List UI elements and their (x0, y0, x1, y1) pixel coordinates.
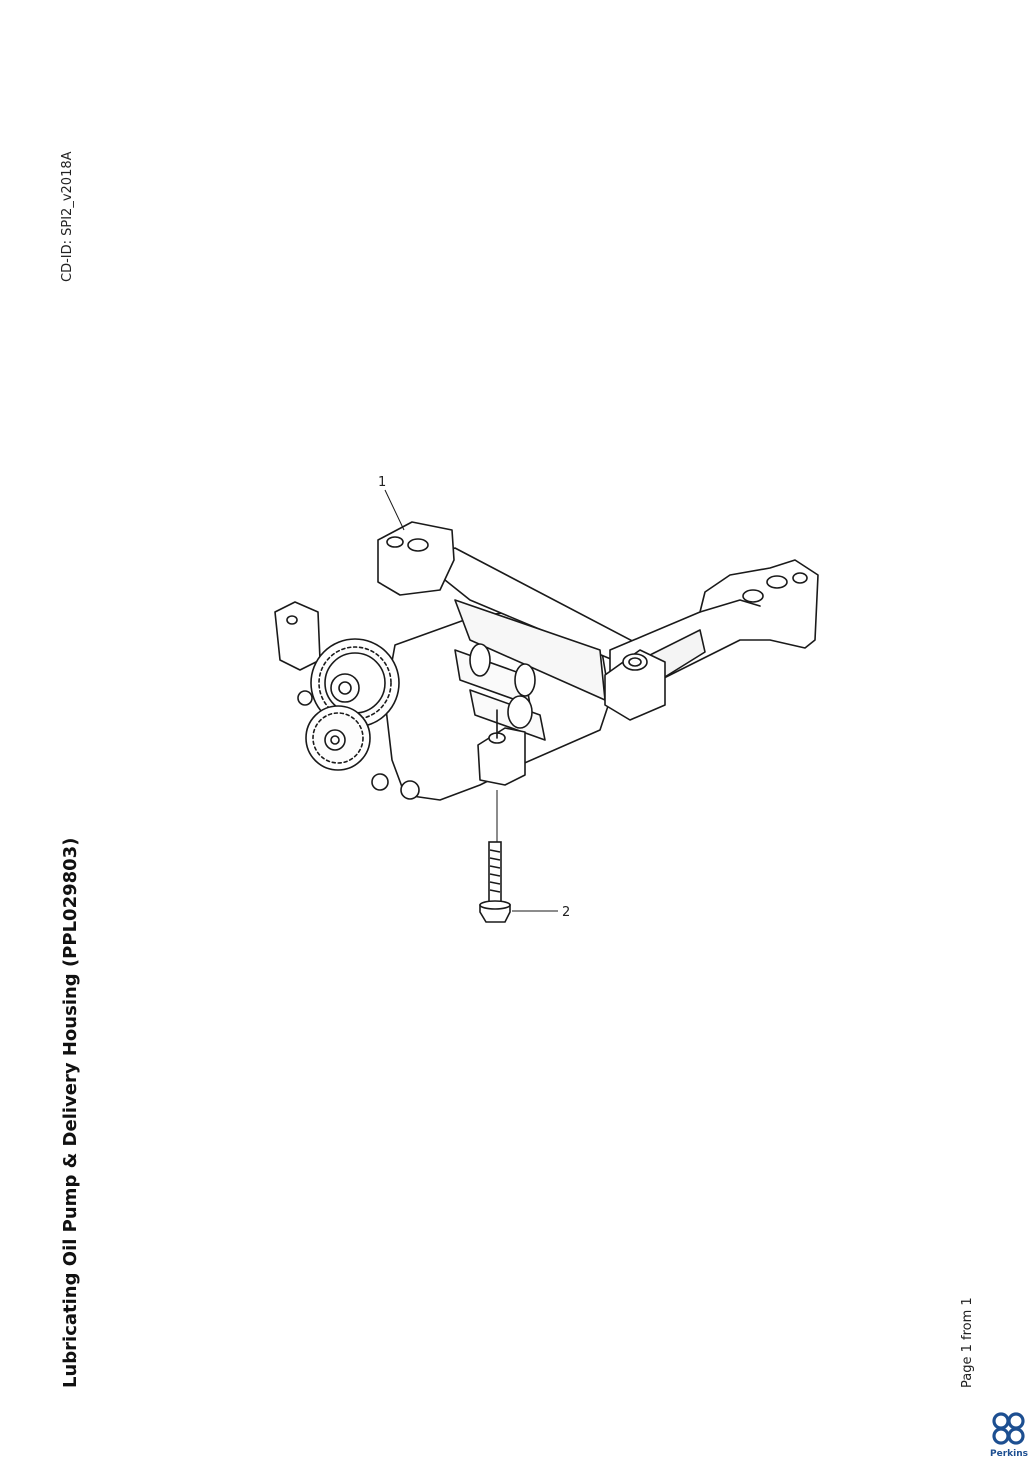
drive-gear (310, 638, 400, 728)
bolt-part (479, 841, 511, 923)
mounting-bracket-bottom (477, 727, 526, 786)
logo-text: Perkins (990, 1449, 1028, 1459)
perkins-logo: Perkins (990, 1412, 1028, 1459)
mounting-bracket-top (377, 521, 455, 596)
end-plate-left (274, 601, 321, 671)
callout-1-leader (384, 489, 405, 531)
callout-2: 2 (562, 905, 570, 920)
idler-gear (305, 705, 371, 771)
callout-1: 1 (378, 475, 386, 490)
